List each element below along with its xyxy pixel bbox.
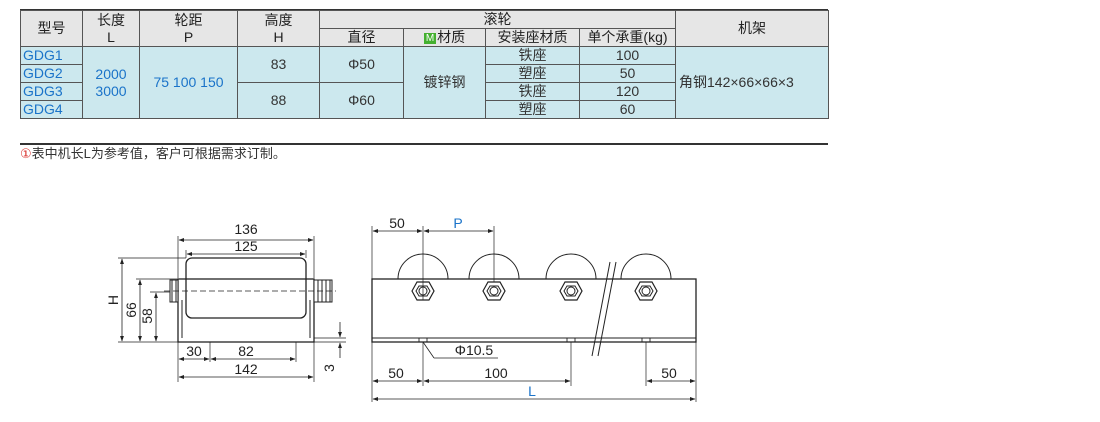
table-bottom-rule bbox=[20, 143, 828, 145]
dim-125: 125 bbox=[234, 238, 258, 254]
table-row: GDG3 88 Φ60 铁座 120 bbox=[20, 82, 829, 119]
header-roller: 滚轮 bbox=[319, 10, 676, 29]
model-cell: GDG1 bbox=[20, 46, 83, 65]
roller-arc-3 bbox=[545, 253, 597, 280]
pitch-cell: 75 100 150 bbox=[139, 46, 238, 119]
seat-cell: 塑座 bbox=[485, 100, 580, 119]
dim-142: 142 bbox=[234, 361, 258, 377]
table-row: GDG4 塑座 60 bbox=[20, 100, 829, 119]
diameter-cell: Φ50 bbox=[319, 46, 404, 83]
seat-cell: 塑座 bbox=[485, 64, 580, 83]
model-cell: GDG4 bbox=[20, 100, 83, 119]
header-load: 单个承重(kg) bbox=[579, 28, 676, 47]
hex-nut-icon bbox=[559, 281, 583, 301]
material-badge-icon: M bbox=[423, 33, 437, 44]
dim-50-top: 50 bbox=[389, 215, 405, 231]
dim-L: L bbox=[528, 383, 536, 399]
side-view bbox=[118, 236, 346, 382]
roller-body bbox=[185, 257, 307, 319]
header-seat-material: 安装座材质 bbox=[485, 28, 580, 47]
note-icon: ① bbox=[20, 146, 32, 161]
table-row: GDG2 塑座 50 bbox=[20, 64, 829, 83]
dim-50-left: 50 bbox=[388, 365, 404, 381]
dim-66: 66 bbox=[123, 302, 139, 318]
roller-arc-4 bbox=[620, 253, 672, 280]
table-note: ①表中机长L为参考值，客户可根据需求订制。 bbox=[20, 146, 286, 161]
dim-30: 30 bbox=[186, 343, 202, 359]
dim-58: 58 bbox=[139, 308, 155, 324]
dim-hole: Φ10.5 bbox=[455, 342, 494, 358]
header-model: 型号 bbox=[20, 10, 83, 47]
frame-cell: 角钢142×66×66×3 bbox=[675, 46, 829, 119]
dim-3: 3 bbox=[321, 364, 337, 372]
dim-P: P bbox=[453, 215, 462, 231]
height-cell: 88 bbox=[237, 82, 320, 119]
header-diameter: 直径 bbox=[319, 28, 404, 47]
dim-50-right: 50 bbox=[661, 365, 677, 381]
diameter-cell: Φ60 bbox=[319, 82, 404, 119]
dim-136: 136 bbox=[234, 221, 258, 237]
model-cell: GDG3 bbox=[20, 82, 83, 101]
front-view bbox=[371, 226, 697, 402]
header-frame: 机架 bbox=[675, 10, 829, 47]
material-cell: 镀锌钢 bbox=[403, 46, 486, 119]
load-cell: 60 bbox=[579, 100, 676, 119]
dim-H: H bbox=[105, 295, 121, 305]
dim-100: 100 bbox=[484, 365, 508, 381]
hex-nut-icon bbox=[634, 281, 658, 301]
channel-frame bbox=[177, 278, 315, 343]
hex-nut-icon bbox=[482, 281, 506, 301]
model-cell: GDG2 bbox=[20, 64, 83, 83]
dim-82: 82 bbox=[238, 343, 254, 359]
seat-cell: 铁座 bbox=[485, 82, 580, 101]
